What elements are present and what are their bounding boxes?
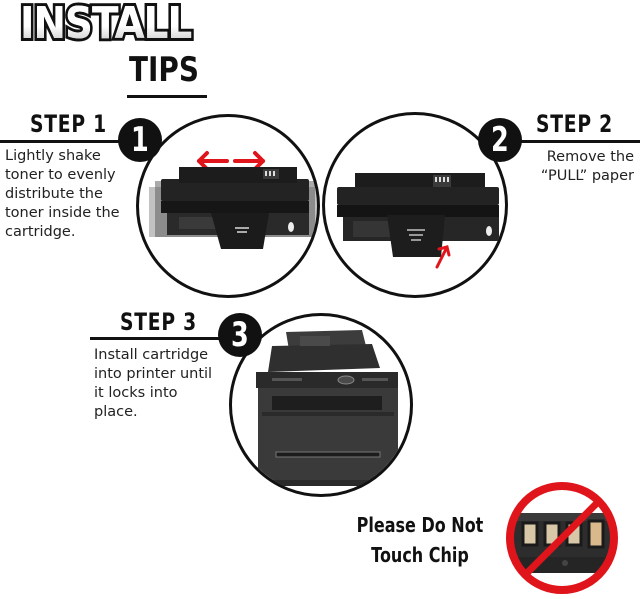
step-2-desc-line: Remove the [546,149,634,165]
step-3-desc-line: Install cartridge [94,347,209,363]
step-3-desc-line: place. [94,404,138,420]
step-2-divider [510,140,640,143]
double-arrow-icon [197,151,265,171]
toner-cartridge-shake-image [149,151,317,249]
printer-image [256,330,398,486]
step-1-description: Lightly shake toner to evenly distribute… [5,147,120,242]
title-tips: TIPS [129,50,199,90]
step-1-desc-line: Lightly shake [5,148,101,164]
step-3-desc-line: it locks into [94,385,178,401]
step-3-divider [90,337,220,340]
step-2-image-circle [322,112,508,298]
warning-line-1: Please Do Not [356,513,484,537]
title-underline [127,95,207,98]
no-touch-chip-icon [506,482,618,594]
step-1-desc-line: cartridge. [5,224,76,240]
step-3-label: STEP 3 [120,308,197,336]
pull-arrow-icon [435,245,451,269]
step-2-desc-line: “PULL” paper [540,168,634,184]
step-1-desc-line: toner to evenly [5,167,116,183]
step-2-label: STEP 2 [536,110,613,138]
step-1-image-circle [136,114,320,298]
step-2-number-badge: 2 [478,118,522,162]
title-install-outline: INSTALL [17,0,194,52]
step-3-description: Install cartridge into printer until it … [94,346,212,422]
step-1-desc-line: distribute the [5,186,103,202]
title-install: INSTALL [20,0,192,49]
warning-text: Please Do Not Touch Chip [356,510,484,570]
step-2-description: Remove the “PULL” paper [541,148,634,186]
toner-cartridge-pull-image [337,173,499,269]
step-1-label: STEP 1 [30,110,107,138]
step-3-image-circle [229,313,413,497]
warning-line-2: Touch Chip [371,543,469,567]
step-1-number-badge: 1 [118,118,162,162]
step-3-number-badge: 3 [218,313,262,357]
step-3-desc-line: into printer until [94,366,213,382]
step-1-desc-line: toner inside the [5,205,120,221]
step-1-divider [0,140,120,143]
